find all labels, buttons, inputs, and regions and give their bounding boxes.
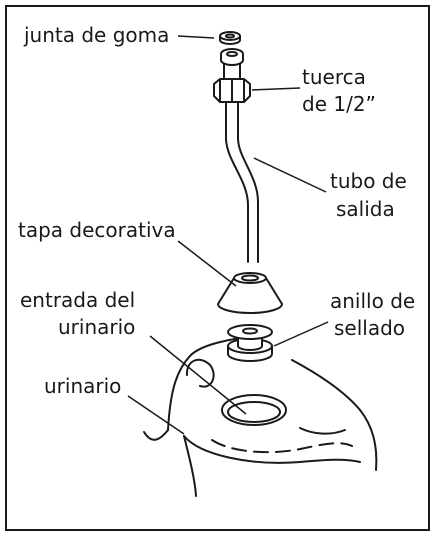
label-nut-line2: de 1/2” [302, 92, 376, 116]
sealing-ring [227, 324, 273, 362]
leader-decorative-cap [177, 240, 237, 287]
leader-rubber-gasket [177, 35, 215, 39]
label-sealing-ring-line2: sellado [334, 316, 405, 340]
label-urinal-inlet-line1: entrada del [20, 288, 135, 312]
outlet-tube [225, 99, 259, 263]
label-nut-line1: tuerca [302, 65, 366, 89]
leader-nut [251, 87, 301, 91]
urinal-inlet [221, 394, 287, 426]
rubber-gasket [219, 31, 241, 45]
label-rubber-gasket: junta de goma [23, 23, 169, 47]
leader-urinal-inlet [149, 335, 247, 415]
label-sealing-ring-line1: anillo de [330, 289, 415, 313]
leader-sealing-ring [273, 321, 329, 347]
leader-outlet-tube [253, 157, 327, 193]
label-urinal: urinario [44, 374, 121, 398]
label-urinal-inlet-line2: urinario [58, 315, 135, 339]
decorative-cap [217, 272, 283, 314]
label-outlet-tube-line2: salida [336, 197, 395, 221]
leader-urinal [127, 395, 185, 435]
label-outlet-tube-line1: tubo de [330, 169, 407, 193]
upper-fitting [220, 48, 244, 80]
label-decorative-cap: tapa decorativa [18, 218, 176, 242]
half-inch-nut [213, 78, 251, 103]
